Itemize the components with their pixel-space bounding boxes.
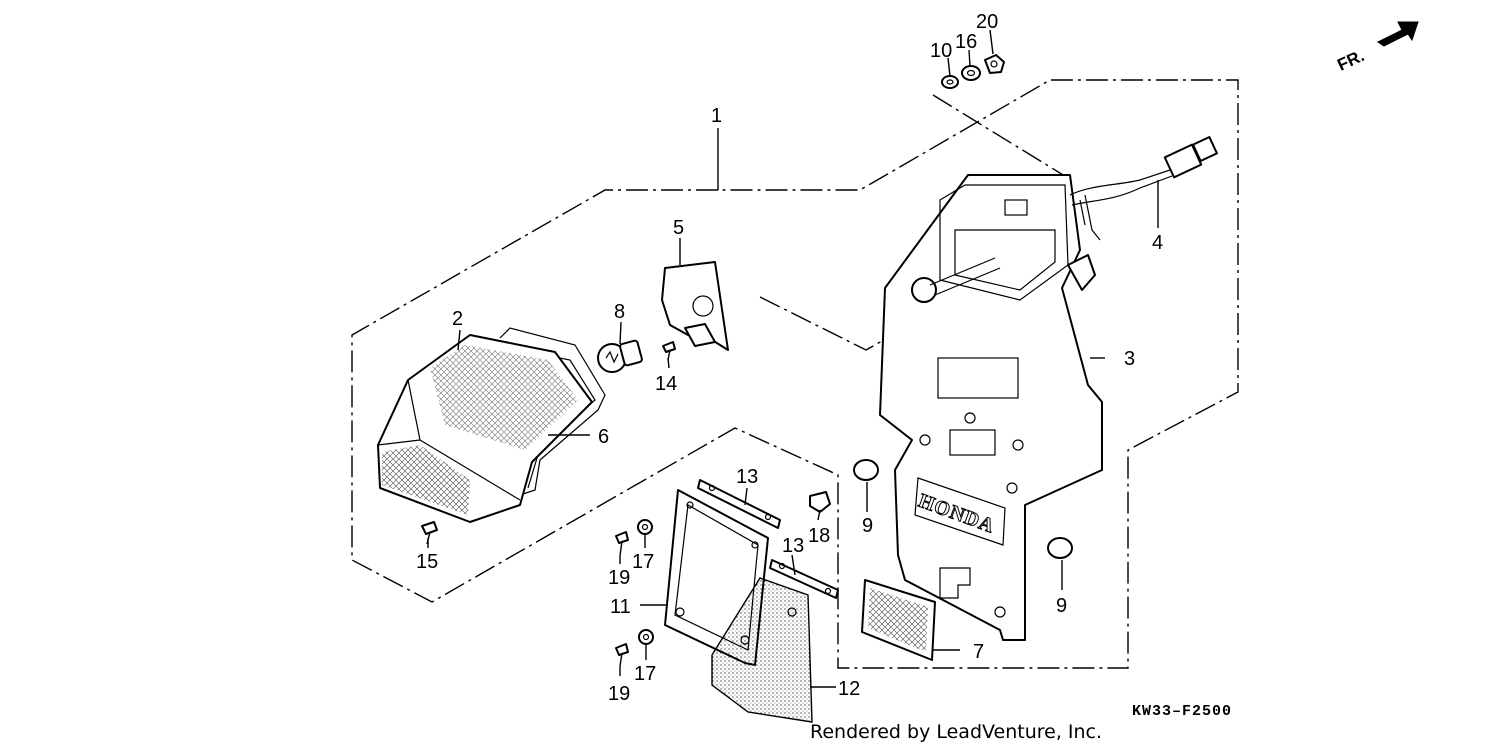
part-label-14: 14 [655,373,677,395]
bolt-part-19b [615,643,629,667]
grommet-part-9b [1047,537,1073,559]
drawing-code: KW33–F2500 [1132,703,1232,720]
bracket-strip-part-13b [769,559,839,599]
reflector-part [861,579,936,661]
mud-flap-part [711,577,813,723]
nut-part-20 [984,54,1005,74]
part-label-16: 16 [955,31,977,53]
part-label-15: 15 [416,551,438,573]
part-label-9b: 9 [1056,595,1067,617]
part-label-13b: 13 [782,535,804,557]
part-label-17b: 17 [634,663,656,685]
part-label-20: 20 [976,11,998,33]
bulb-part [597,339,643,373]
screw-part-15 [421,521,438,545]
front-direction-indicator: FR. [1334,21,1419,75]
bolt-part-19a [615,531,629,557]
washer-part-10 [941,75,959,89]
part-label-5: 5 [673,217,684,239]
socket-plate-part [661,261,729,351]
leader-lines [427,29,1159,688]
part-label-17a: 17 [632,551,654,573]
part-label-9a: 9 [862,515,873,537]
nut-part-17b [638,629,654,645]
part-label-3: 3 [1124,348,1135,370]
part-label-1: 1 [711,105,722,127]
part-label-19b: 19 [608,683,630,705]
part-label-11: 11 [610,596,631,618]
arrow-icon [1377,21,1419,47]
part-label-18: 18 [808,525,830,547]
grommet-part-9a [853,459,879,481]
part-label-4: 4 [1152,232,1163,254]
part-label-6: 6 [598,426,609,448]
part-label-12: 12 [838,678,860,700]
wire-harness-part [1069,136,1218,241]
part-label-2: 2 [452,308,463,330]
clip-part-18 [809,491,831,513]
washer-part-16 [961,65,981,81]
nut-part-17a [637,519,653,535]
bracket-strip-part-13a [697,479,781,529]
assembly-outline-1 [351,79,1239,669]
credit-text: Rendered by LeadVenture, Inc. [810,721,1102,743]
front-direction-label: FR. [1334,46,1367,75]
part-label-7: 7 [973,641,984,663]
screw-part-14 [662,341,676,361]
part-label-19a: 19 [608,567,630,589]
part-label-10: 10 [930,40,952,62]
taillight-lens-part [377,334,593,523]
part-label-13a: 13 [736,466,758,488]
part-label-8: 8 [614,301,625,323]
license-bracket-part: HONDA [879,174,1103,641]
